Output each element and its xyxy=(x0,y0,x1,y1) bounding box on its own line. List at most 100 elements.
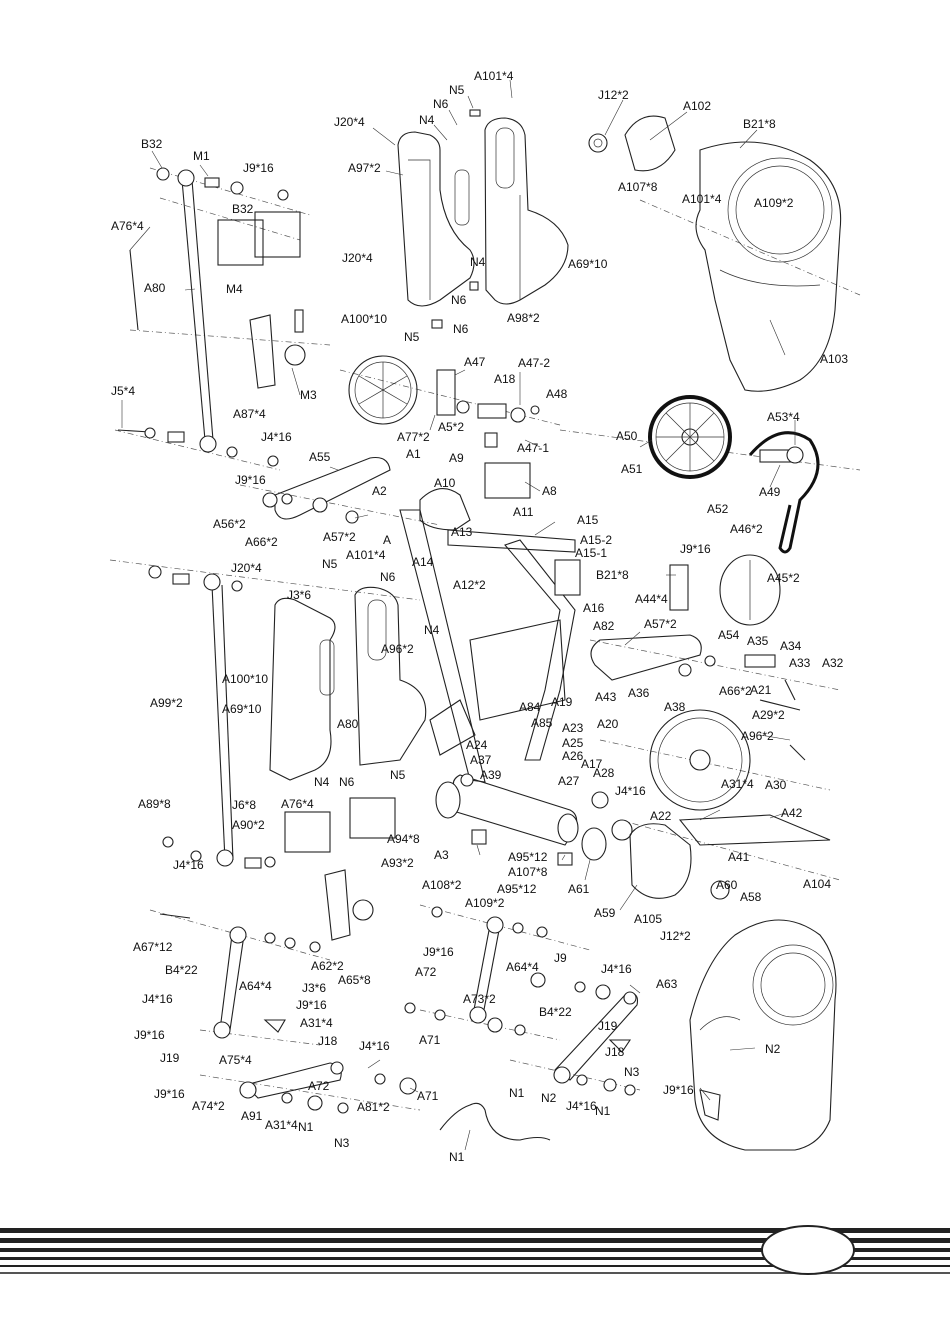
part-label: A28 xyxy=(593,766,615,780)
part-label: J4*16 xyxy=(615,784,646,798)
part-label: A107*8 xyxy=(508,865,548,879)
part-label: M4 xyxy=(226,282,243,296)
part-label: A102 xyxy=(683,99,711,113)
part-label: A44*4 xyxy=(635,592,668,606)
part-label: N6 xyxy=(433,97,449,111)
part-label: A43 xyxy=(595,690,617,704)
part-label: A64*4 xyxy=(239,979,272,993)
part-label: J20*4 xyxy=(334,115,365,129)
part-label: A12*2 xyxy=(453,578,486,592)
part-label: A96*2 xyxy=(381,642,414,656)
part-label: A72 xyxy=(308,1079,330,1093)
part-label: A36 xyxy=(628,686,650,700)
part-label: A94*8 xyxy=(387,832,420,846)
part-label: M3 xyxy=(300,388,317,402)
leader-lines xyxy=(121,79,796,1151)
part-label: A37 xyxy=(470,753,492,767)
part-label: A29*2 xyxy=(752,708,785,722)
part-label: A8 xyxy=(542,484,557,498)
part-label: A100*10 xyxy=(341,312,387,326)
part-label: J20*4 xyxy=(231,561,262,575)
part-label: A56*2 xyxy=(213,517,246,531)
lower-linkage-left xyxy=(159,913,417,1114)
part-label: N4 xyxy=(419,113,435,127)
part-label: N5 xyxy=(322,557,338,571)
part-label: N6 xyxy=(453,322,469,336)
part-label: A55 xyxy=(309,450,331,464)
part-label: A59 xyxy=(594,906,616,920)
part-label: A14 xyxy=(412,555,434,569)
part-label: B32 xyxy=(141,137,163,151)
part-label: J9*16 xyxy=(243,161,274,175)
part-label: A72 xyxy=(415,965,437,979)
part-label: J3*6 xyxy=(302,981,326,995)
part-label: A82 xyxy=(593,619,615,633)
part-label: A31*4 xyxy=(300,1016,333,1030)
part-label: J12*2 xyxy=(598,88,629,102)
part-label: A73*2 xyxy=(463,992,496,1006)
part-label: A47-1 xyxy=(517,441,549,455)
part-label: J4*16 xyxy=(142,992,173,1006)
part-label: N5 xyxy=(404,330,420,344)
part-label: A34 xyxy=(780,639,802,653)
part-label: A23 xyxy=(562,721,584,735)
part-label: A85 xyxy=(531,716,553,730)
part-label: N1 xyxy=(509,1086,525,1100)
part-label: A66*2 xyxy=(245,535,278,549)
part-label: A50 xyxy=(616,429,638,443)
part-label: A107*8 xyxy=(618,180,658,194)
part-label: A15 xyxy=(577,513,599,527)
part-label: J9*16 xyxy=(154,1087,185,1101)
part-label: N6 xyxy=(451,293,467,307)
part-label: J19 xyxy=(160,1051,180,1065)
part-label: A15-2 xyxy=(580,533,612,547)
part-label: N4 xyxy=(424,623,440,637)
part-label: A67*12 xyxy=(133,940,173,954)
part-label: A42 xyxy=(781,806,803,820)
part-label: A35 xyxy=(747,634,769,648)
part-label: N1 xyxy=(595,1104,611,1118)
part-label: J9*16 xyxy=(134,1028,165,1042)
part-label: N2 xyxy=(765,1042,781,1056)
part-label: A41 xyxy=(728,850,750,864)
part-label: A66*2 xyxy=(719,684,752,698)
part-label: A65*8 xyxy=(338,973,371,987)
part-label: N1 xyxy=(449,1150,465,1164)
center-lines xyxy=(109,167,861,1111)
part-label: A84 xyxy=(519,700,541,714)
part-label: A69*10 xyxy=(222,702,262,716)
part-label: A57*2 xyxy=(644,617,677,631)
part-label: A61 xyxy=(568,882,590,896)
part-label: A3 xyxy=(434,848,449,862)
part-label: J18 xyxy=(605,1045,625,1059)
part-label: A97*2 xyxy=(348,161,381,175)
part-label: A24 xyxy=(466,738,488,752)
part-label: A25 xyxy=(562,736,584,750)
part-label: A31*4 xyxy=(265,1118,298,1132)
part-label: A xyxy=(383,533,391,547)
crank-wheel xyxy=(348,355,540,499)
part-label: A80 xyxy=(337,717,359,731)
part-label: A63 xyxy=(656,977,678,991)
part-label: A11 xyxy=(513,505,534,519)
part-label: J4*16 xyxy=(566,1099,597,1113)
part-label: A64*4 xyxy=(506,960,539,974)
page-number-badge xyxy=(761,1225,855,1275)
part-label: A101*4 xyxy=(474,69,514,83)
part-label: A77*2 xyxy=(397,430,430,444)
part-label: N4 xyxy=(314,775,330,789)
part-label: J4*16 xyxy=(359,1039,390,1053)
part-label: A49 xyxy=(759,485,781,499)
part-label: A108*2 xyxy=(422,878,462,892)
part-label: A53*4 xyxy=(767,410,800,424)
part-label: A38 xyxy=(664,700,686,714)
part-label: A46*2 xyxy=(730,522,763,536)
part-label: J9 xyxy=(554,951,567,965)
part-label: J9*16 xyxy=(680,542,711,556)
part-label: A100*10 xyxy=(222,672,268,686)
part-label: B4*22 xyxy=(165,963,198,977)
part-label: J19 xyxy=(598,1019,618,1033)
part-label: A95*12 xyxy=(497,882,537,896)
part-label: J4*16 xyxy=(601,962,632,976)
